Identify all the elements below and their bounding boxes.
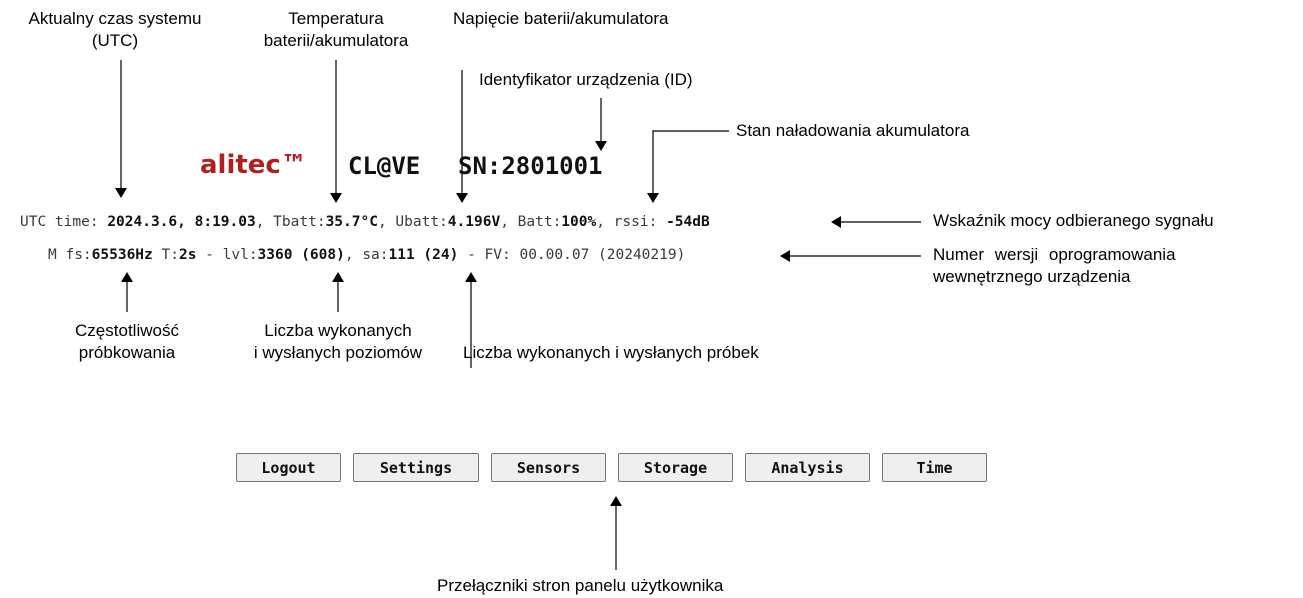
label-firmware-line1: Numer wersji oprogramowania [933,245,1176,264]
device-model: CL@VE [348,152,421,180]
rssi-value: -54dB [666,214,710,230]
label-levels: Liczba wykonanych i wysłanych poziomów [233,320,443,364]
label-sampling-line1: Częstotliwość [75,321,179,340]
status-line-1: UTC time: 2024.3.6, 8:19.03, Tbatt:35.7°… [20,212,710,232]
sa-value: 111 (24) [388,247,459,263]
tbatt-value: 35.7°C [325,214,378,230]
label-firmware-line2: wewnętrznego urządzenia [933,267,1131,286]
fs-value: 65536Hz [91,247,153,263]
label-temperature-line2: baterii/akumulatora [263,31,409,50]
sa-label: , sa: [344,247,389,263]
lvl-label: - lvl: [196,247,258,263]
label-pages: Przełączniki stron panelu użytkownika [437,576,724,595]
tbatt-label: , Tbatt: [255,214,326,230]
lvl-value: 3360 (608) [257,247,345,263]
label-utc-time-line2: (UTC) [91,31,139,50]
logout-button[interactable]: Logout [236,453,341,482]
batt-label: , Batt: [500,214,562,230]
time-button[interactable]: Time [882,453,987,482]
label-firmware: Numer wersji oprogramowania wewnętrznego… [933,244,1176,288]
label-device-id: Identyfikator urządzenia (ID) [479,70,693,89]
label-temperature: Temperatura baterii/akumulatora [243,8,429,52]
rssi-label: , rssi: [596,214,667,230]
device-serial: SN:2801001 [458,152,603,180]
settings-button[interactable]: Settings [353,453,479,482]
label-charge: Stan naładowania akumulatora [736,121,970,140]
sensors-button[interactable]: Sensors [491,453,606,482]
label-sampling-line2: próbkowania [78,343,176,362]
fs-label: M fs: [48,247,92,263]
status-line-2: M fs:65536Hz T:2s - lvl:3360 (608), sa:1… [48,245,685,265]
label-sampling: Częstotliwość próbkowania [50,320,204,364]
ubatt-value: 4.196V [447,214,501,230]
analysis-button[interactable]: Analysis [745,453,870,482]
ubatt-label: , Ubatt: [377,214,448,230]
t-label: T: [152,247,179,263]
label-voltage: Napięcie baterii/akumulatora [453,9,669,28]
storage-button[interactable]: Storage [618,453,733,482]
label-levels-line1: Liczba wykonanych [264,321,412,340]
batt-value: 100% [561,214,597,230]
label-utc-time: Aktualny czas systemu (UTC) [8,8,222,52]
t-value: 2s [178,247,197,263]
arrow-charge [647,130,729,203]
brand-logo: alitec™ [200,150,307,180]
label-samples: Liczba wykonanych i wysłanych próbek [463,343,759,362]
label-utc-time-line1: Aktualny czas systemu [28,9,202,28]
utc-time-label: UTC time: [20,214,108,230]
utc-time-value: 2024.3.6, 8:19.03 [107,214,256,230]
label-temperature-line1: Temperatura [288,9,384,28]
firmware-version: - FV: 00.00.07 (20240219) [458,247,686,263]
label-levels-line2: i wysłanych poziomów [253,343,423,362]
label-rssi: Wskaźnik mocy odbieranego sygnału [933,211,1214,230]
